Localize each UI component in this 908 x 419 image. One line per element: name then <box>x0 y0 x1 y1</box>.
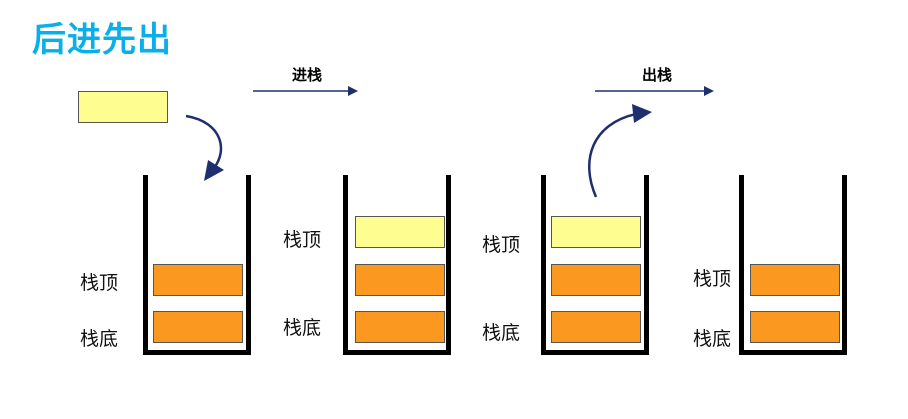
incoming-element <box>78 91 168 123</box>
stack-2-middle-element <box>355 264 445 296</box>
stack-4-top-label: 栈顶 <box>693 268 732 290</box>
stack-1-top-element <box>153 264 243 296</box>
pop-label: 出栈 <box>642 66 673 84</box>
stack-3-bottom-label: 栈底 <box>482 322 521 344</box>
stack-1-top-label: 栈顶 <box>80 272 119 294</box>
push-label: 进栈 <box>292 66 323 84</box>
stack-2-pushed-element <box>355 216 445 248</box>
stack-3-middle-element <box>551 264 641 296</box>
stack-4-top-element <box>750 264 840 296</box>
stack-3-top-label: 栈顶 <box>482 234 521 256</box>
stack-3 <box>541 175 649 355</box>
stack-1-bottom-label: 栈底 <box>80 328 119 350</box>
curved-pop-arrowhead <box>632 104 652 123</box>
page-title: 后进先出 <box>32 20 172 60</box>
stack-1 <box>143 175 251 355</box>
stack-4-bottom-element <box>750 311 840 343</box>
stack-2-bottom-label: 栈底 <box>283 317 322 339</box>
stack-2 <box>343 175 451 355</box>
stack-2-top-label: 栈顶 <box>283 229 322 251</box>
stack-4 <box>739 175 847 355</box>
curved-pop-arrow <box>588 112 637 198</box>
stack-3-bottom-element <box>551 311 641 343</box>
stack-1-bottom-element <box>153 311 243 343</box>
stack-3-top-element <box>551 216 641 248</box>
curved-push-arrow <box>185 114 223 169</box>
stack-4-bottom-label: 栈底 <box>693 328 732 350</box>
curved-push-arrowhead <box>204 160 224 181</box>
stack-2-bottom-element <box>355 311 445 343</box>
